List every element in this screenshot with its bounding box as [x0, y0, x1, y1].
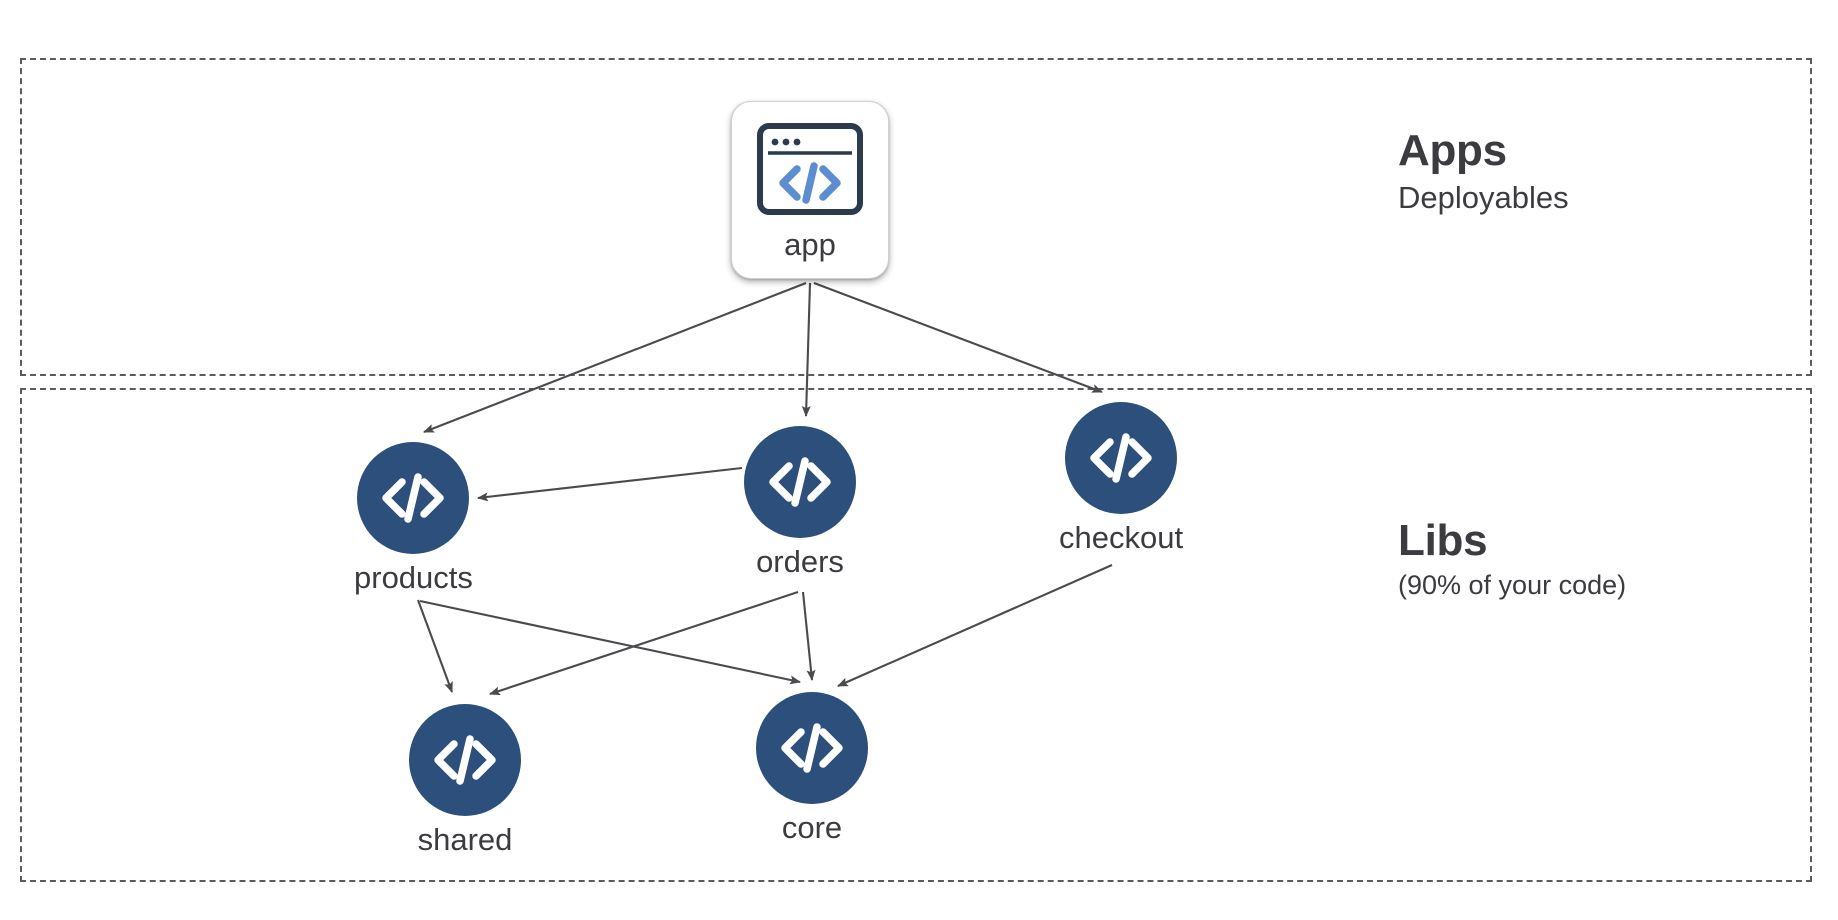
- zone-libs-caption: Libs (90% of your code): [1398, 516, 1627, 603]
- node-app[interactable]: app: [731, 101, 889, 279]
- code-brackets-icon: [357, 442, 470, 554]
- node-app-label: app: [784, 227, 836, 262]
- zone-libs-title: Libs: [1398, 516, 1488, 565]
- node-products[interactable]: products: [354, 442, 473, 596]
- zone-apps-subtitle: Deployables: [1398, 180, 1569, 216]
- node-core[interactable]: core: [756, 692, 868, 846]
- node-checkout-label: checkout: [1059, 520, 1184, 555]
- zone-apps-caption: Apps Deployables: [1398, 126, 1569, 218]
- node-shared-label: shared: [417, 822, 513, 857]
- code-brackets-icon: [409, 704, 521, 816]
- node-orders-label: orders: [756, 544, 844, 579]
- zone-libs-subtitle: (90% of your code): [1398, 570, 1627, 601]
- node-orders[interactable]: orders: [744, 426, 856, 580]
- browser-code-icon: [756, 122, 864, 216]
- zone-apps-title: Apps: [1398, 126, 1507, 175]
- node-shared[interactable]: shared: [409, 704, 521, 858]
- zone-libs: [20, 388, 1812, 882]
- node-checkout[interactable]: checkout: [1059, 402, 1183, 556]
- code-brackets-icon: [744, 426, 856, 538]
- code-brackets-icon: [756, 692, 868, 804]
- node-products-label: products: [354, 560, 473, 595]
- code-brackets-icon: [1065, 402, 1178, 514]
- node-core-label: core: [781, 810, 843, 845]
